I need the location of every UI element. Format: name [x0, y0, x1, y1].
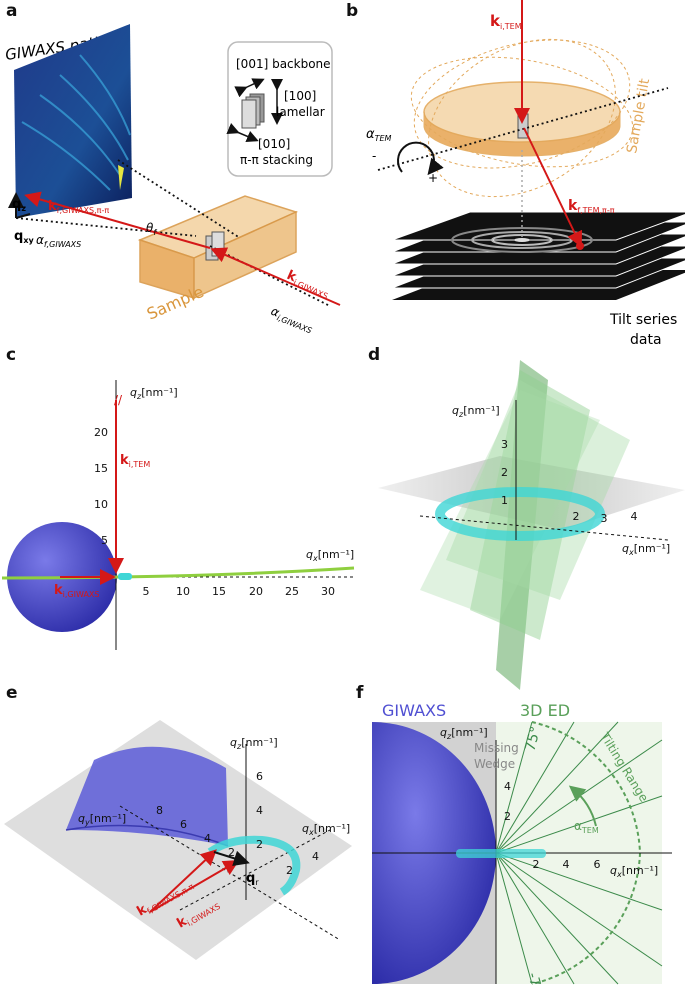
qz-tick: 2 — [256, 838, 263, 851]
tilt-plus: + — [428, 171, 438, 185]
qx-tick: 15 — [212, 585, 226, 598]
panel-a: a GIWAXS pattern [001] backbone [100] la… — [4, 1, 340, 335]
giwaxs-label: GIWAXS — [382, 701, 446, 720]
theta-label: θf — [146, 221, 157, 237]
qx-tick: 25 — [285, 585, 299, 598]
panel-f: f 2 4 2 4 6 GIWA — [356, 683, 672, 986]
qz-axis-label: qz[nm⁻¹] — [452, 404, 500, 419]
qx-tick: 30 — [321, 585, 335, 598]
qx-tick: 20 — [249, 585, 263, 598]
sample-tilt-label: Sample tilt — [624, 77, 653, 155]
qz-tick: 5 — [101, 534, 108, 547]
qz-tick: 1 — [501, 494, 508, 507]
legend-pp-index: [010] — [258, 137, 290, 151]
legend-pp: π-π stacking — [240, 153, 313, 167]
qz-tick: 15 — [94, 462, 108, 475]
qx-ticks: 5 10 15 20 25 30 — [143, 585, 336, 598]
panel-e: e 2 4 6 2 4 6 8 2 4 qz[nm⁻¹] qy[nm⁻¹] qx… — [4, 683, 352, 960]
alpha-tem-label: αTEM — [366, 127, 392, 143]
qx-tick: 3 — [601, 512, 608, 525]
alpha-i-label: αi,GIWAXS — [268, 304, 316, 336]
kf-tem-label: kf,TEM,π-π — [568, 198, 615, 215]
panel-d: d 1 2 3 2 3 4 qz[nm⁻¹] qx[nm⁻¹] — [368, 345, 685, 690]
panel-e-letter: e — [6, 683, 18, 703]
qx-tick: 6 — [594, 858, 601, 871]
panel-d-letter: d — [368, 345, 380, 365]
qx-tick: 4 — [312, 850, 319, 863]
panel-f-letter: f — [356, 683, 364, 703]
cyan-ring — [456, 849, 546, 858]
qz-tick: 2 — [501, 466, 508, 479]
qx-tick: 5 — [143, 585, 150, 598]
legend-backbone: [001] backbone — [236, 57, 331, 71]
panel-b: b Sample tilt αTEM - + — [346, 0, 685, 348]
qx-tick: 2 — [286, 864, 293, 877]
qz-ticks: 2 4 6 — [256, 770, 263, 851]
qz-ticks: 5 10 15 20 — [94, 426, 108, 547]
ki-label: ki,GIWAXS — [284, 268, 332, 301]
qx-tick: 4 — [563, 858, 570, 871]
ki-tem-label: ki,TEM — [120, 453, 150, 469]
diffraction-spot — [576, 242, 584, 250]
panel-b-letter: b — [346, 1, 358, 21]
qy-tick: 2 — [228, 846, 235, 859]
qz-tick: 4 — [256, 804, 263, 817]
qy-tick: 6 — [180, 818, 187, 831]
tilt-minus: - — [372, 149, 376, 163]
sample-box — [140, 196, 296, 298]
qx-tick: 2 — [533, 858, 540, 871]
qz-axis-label: qz[nm⁻¹] — [230, 736, 278, 751]
qx-tick: 4 — [631, 510, 638, 523]
panel-a-letter: a — [6, 1, 17, 21]
tilt-series-label-2: data — [630, 332, 662, 348]
qx-tick: 10 — [176, 585, 190, 598]
missing-wedge-label-2: Wedge — [474, 757, 515, 771]
alpha-f-label: αf,GIWAXS — [36, 233, 81, 249]
qxy-label: qxy — [14, 229, 34, 245]
qz-tick: 20 — [94, 426, 108, 439]
qz-axis-label: qz[nm⁻¹] — [130, 386, 178, 401]
ed-label: 3D ED — [520, 701, 570, 720]
ki-tem-label: ki,TEM — [490, 12, 522, 31]
qy-tick: 4 — [204, 832, 211, 845]
qz-tick: 6 — [256, 770, 263, 783]
panel-c-letter: c — [6, 345, 16, 365]
tilt-series-label-1: Tilt series — [609, 312, 677, 328]
qx-axis-label: qx[nm⁻¹] — [622, 542, 670, 557]
cyan-ring — [118, 573, 132, 580]
axis-break-mark: // — [114, 393, 123, 407]
qz-tick: 4 — [504, 780, 511, 793]
tilt-rotation-arrow — [398, 143, 434, 172]
qy-tick: 8 — [156, 804, 163, 817]
qx-axis-label: qx[nm⁻¹] — [306, 548, 354, 563]
qz-ticks: 1 2 3 — [501, 438, 508, 507]
panel-c: c 5 10 15 20 25 30 5 10 15 20 // ki,TEM … — [2, 345, 354, 650]
qx-tick: 2 — [573, 510, 580, 523]
qz-tick: 2 — [504, 810, 511, 823]
qz-tick: 3 — [501, 438, 508, 451]
tilt-series-stack — [392, 212, 685, 300]
qz-tick: 10 — [94, 498, 108, 511]
missing-wedge-label-1: Missing — [474, 741, 519, 755]
legend-lamellar: lamellar — [276, 105, 325, 119]
legend-lamellar-index: [100] — [284, 89, 316, 103]
